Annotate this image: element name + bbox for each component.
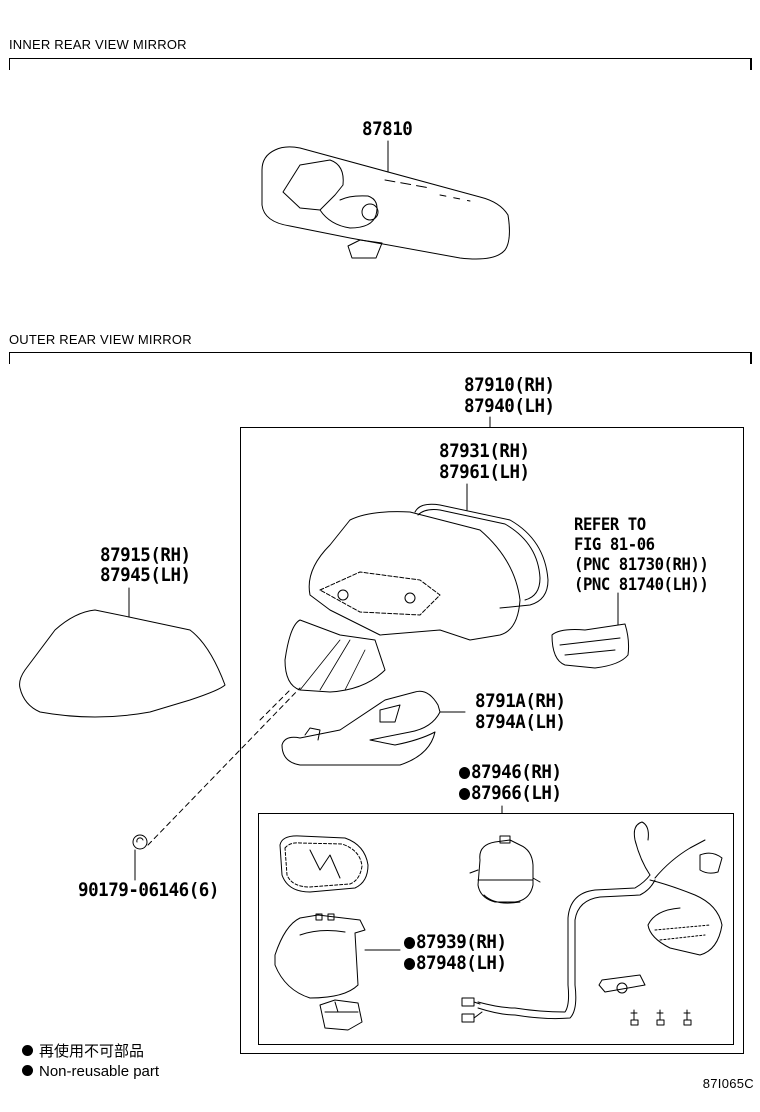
part-number-lh[interactable]: 87966(LH) [459,783,562,804]
part-number-text: 87939(RH) [415,931,507,953]
lower-cover-drawing [281,690,441,766]
part-number-clip[interactable]: 90179-06146(6) [78,879,219,901]
pnc-reference-rh[interactable]: (PNC 81730(RH)) [574,555,709,575]
non-reusable-marker-icon [459,767,471,779]
mirror-body-drawing [284,503,549,693]
legend-text: Non-reusable part [39,1063,160,1080]
legend-japanese: 再使用不可部品 [22,1042,144,1062]
inner-mirror-drawing [261,140,510,260]
part-number-text: 87946(RH) [470,761,562,783]
part-number-rh[interactable]: 87910(RH) [464,374,555,396]
part-number-text: 87948(LH) [415,952,507,974]
pnc-reference-lh[interactable]: (PNC 81740(LH)) [574,575,709,595]
outer-mirror-assembly-box [240,427,744,1054]
legend-english: Non-reusable part [22,1062,159,1082]
legend-text: 再使用不可部品 [39,1043,145,1060]
part-number-rh[interactable]: 87939(RH) [404,932,507,953]
section-title-inner-mirror: INNER REAR VIEW MIRROR [9,37,187,52]
clip-drawing [132,834,148,881]
non-reusable-marker-icon [404,958,416,970]
section-divider [9,352,752,364]
retractor-set-box [258,813,734,1045]
part-number-rh[interactable]: 87915(RH) [100,544,191,566]
mirror-holder-drawing [279,835,369,893]
part-number-lh[interactable]: 8794A(LH) [475,711,566,733]
non-reusable-marker-icon [404,937,416,949]
reference-text: REFER TO [574,515,646,535]
section-divider [9,58,752,70]
part-number-lh[interactable]: 87961(LH) [439,461,530,483]
part-number-rh[interactable]: 8791A(RH) [475,690,566,712]
section-title-outer-mirror: OUTER REAR VIEW MIRROR [9,332,192,347]
part-number-text: 87966(LH) [470,782,562,804]
figure-id: 87I065C [702,1076,754,1091]
part-number-lh[interactable]: 87948(LH) [404,953,507,974]
visor-drawing [274,913,366,999]
part-number-lh[interactable]: 87945(LH) [100,564,191,586]
wire-harness-drawing [461,821,723,1023]
retractor-motor-drawing [469,835,541,904]
part-number-rh[interactable]: 87931(RH) [439,440,530,462]
figure-reference-link[interactable]: FIG 81-06 [574,535,655,555]
connector-block-drawing [319,999,363,1031]
part-number-lh[interactable]: 87940(LH) [464,395,555,417]
turn-signal-drawing [551,623,630,669]
screws-drawing [630,1009,692,1026]
mirror-cover-drawing [19,587,226,718]
part-number-inner-mirror[interactable]: 87810 [362,118,413,140]
part-number-rh[interactable]: 87946(RH) [459,762,562,783]
non-reusable-marker-icon [459,788,471,800]
non-reusable-marker-icon [22,1065,33,1076]
non-reusable-marker-icon [22,1045,33,1056]
